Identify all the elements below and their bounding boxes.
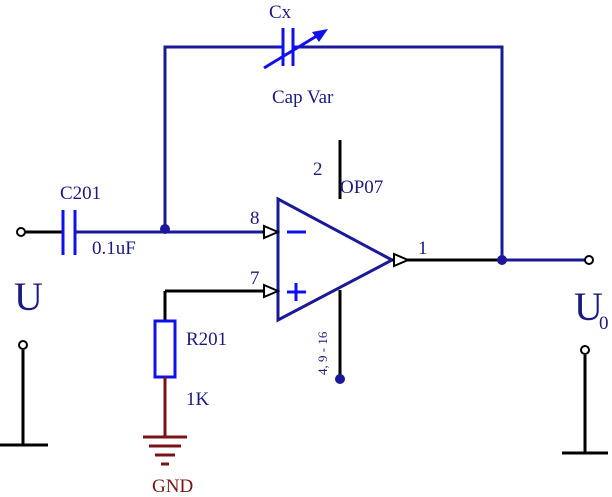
ground-symbol-icon: [143, 435, 187, 466]
output-junction-dot: [497, 255, 507, 265]
pin-7-label: 7: [250, 268, 260, 289]
input-voltage-label: U: [14, 274, 43, 319]
output-voltage-subscript: 0: [599, 313, 609, 334]
resistor-r201: [153, 319, 177, 379]
opamp-label: OP07: [340, 177, 383, 198]
r201-label: R201: [186, 329, 227, 350]
junction-dot: [160, 224, 170, 234]
output-ground-terminal: [580, 345, 590, 355]
c201-value-label: 0.1uF: [92, 238, 136, 259]
pin-1-label: 1: [418, 238, 428, 259]
variable-arrow-icon: [312, 29, 328, 42]
ground-pins-label: 4, 9 - 16: [315, 331, 330, 375]
pin-8-label: 8: [250, 208, 260, 229]
input-terminal: [16, 227, 26, 237]
pin-2-label: 2: [313, 159, 323, 180]
cx-label: Cx: [269, 2, 292, 23]
cap-var-label: Cap Var: [272, 87, 334, 108]
gnd-label: GND: [152, 476, 193, 497]
output-voltage-label: U: [574, 284, 603, 329]
c201-label: C201: [60, 183, 101, 204]
output-terminal: [584, 255, 594, 265]
opamp-op07: [165, 140, 502, 378]
variable-capacitor-cx: [263, 28, 328, 70]
input-ground-terminal: [18, 340, 28, 350]
r201-value-label: 1K: [186, 389, 210, 410]
feedback-wire: [163, 45, 504, 258]
ground-pin-dot: [335, 374, 345, 384]
capacitor-c201: [61, 210, 77, 255]
